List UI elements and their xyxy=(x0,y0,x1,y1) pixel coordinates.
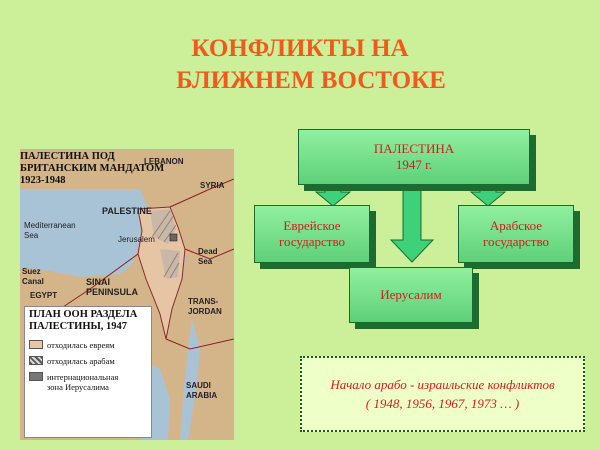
label-syria: SYRIA xyxy=(200,181,225,190)
palestine-map: ПАЛЕСТИНА ПОД БРИТАНСКИМ МАНДАТОМ 1923-1… xyxy=(20,149,234,440)
legend-item-jewish: отходилась евреям xyxy=(29,340,115,350)
slide-title-line1: КОНФЛИКТЫ НА xyxy=(191,35,409,62)
legend-label: интернациональная зона Иерусалима xyxy=(47,372,119,392)
label-mediterranean: Mediterranean Sea xyxy=(24,221,76,240)
slide-title-line2: БЛИЖНЕМ ВОСТОКЕ xyxy=(176,67,446,94)
label-dead-sea: Dead Sea xyxy=(198,247,218,266)
legend-label: отходилась арабам xyxy=(47,356,115,366)
label-lebanon: LEBANON xyxy=(144,157,184,166)
box-jerusalem: Иерусалим xyxy=(349,267,473,323)
label-sinai: SINAI PENINSULA xyxy=(86,277,139,297)
box-arab-state: Арабское государство xyxy=(458,205,574,263)
arrow-to-jewish-state xyxy=(314,184,352,207)
arab-swatch xyxy=(29,356,43,365)
box-label: государство xyxy=(279,234,345,249)
box-label: ПАЛЕСТИНА xyxy=(373,141,455,156)
legend-item-international: интернациональная зона Иерусалима xyxy=(29,372,118,392)
label-transjordan: TRANS- JORDAN xyxy=(188,297,222,316)
jewish-swatch xyxy=(29,340,43,349)
legend-label: отходилась евреям xyxy=(47,340,115,350)
arrow-to-arab-state xyxy=(469,184,507,207)
box-label: Арабское xyxy=(489,218,543,233)
international-swatch xyxy=(29,372,43,381)
label-jerusalem: Jerusalem xyxy=(118,235,155,244)
note-line1: Начало арабо - израильские конфликтов xyxy=(330,377,555,392)
box-label: 1947 г. xyxy=(395,157,433,172)
box-palestine-1947: ПАЛЕСТИНА 1947 г. xyxy=(298,129,530,185)
note-line2: ( 1948, 1956, 1967, 1973 … ) xyxy=(365,396,520,411)
box-jewish-state: Еврейское государство xyxy=(254,205,370,263)
label-suez: Suez Canal xyxy=(22,267,44,286)
arrow-to-jerusalem xyxy=(389,184,435,263)
label-palestine: PALESTINE xyxy=(102,206,152,216)
label-saudi: SAUDI ARABIA xyxy=(186,381,218,400)
conflicts-note: Начало арабо - израильские конфликтов ( … xyxy=(300,356,585,432)
map-heading: ПАЛЕСТИНА ПОД БРИТАНСКИМ МАНДАТОМ 1923-1… xyxy=(20,151,165,186)
box-label: государство xyxy=(483,234,549,249)
box-label: Иерусалим xyxy=(380,287,442,302)
label-egypt: EGYPT xyxy=(30,291,58,300)
map-legend: ПЛАН ООН РАЗДЕЛА ПАЛЕСТИНЫ, 1947 отходил… xyxy=(24,306,152,438)
box-label: Еврейское xyxy=(283,218,341,233)
legend-title: ПЛАН ООН РАЗДЕЛА ПАЛЕСТИНЫ, 1947 xyxy=(29,309,138,332)
legend-item-arab: отходилась арабам xyxy=(29,356,115,366)
